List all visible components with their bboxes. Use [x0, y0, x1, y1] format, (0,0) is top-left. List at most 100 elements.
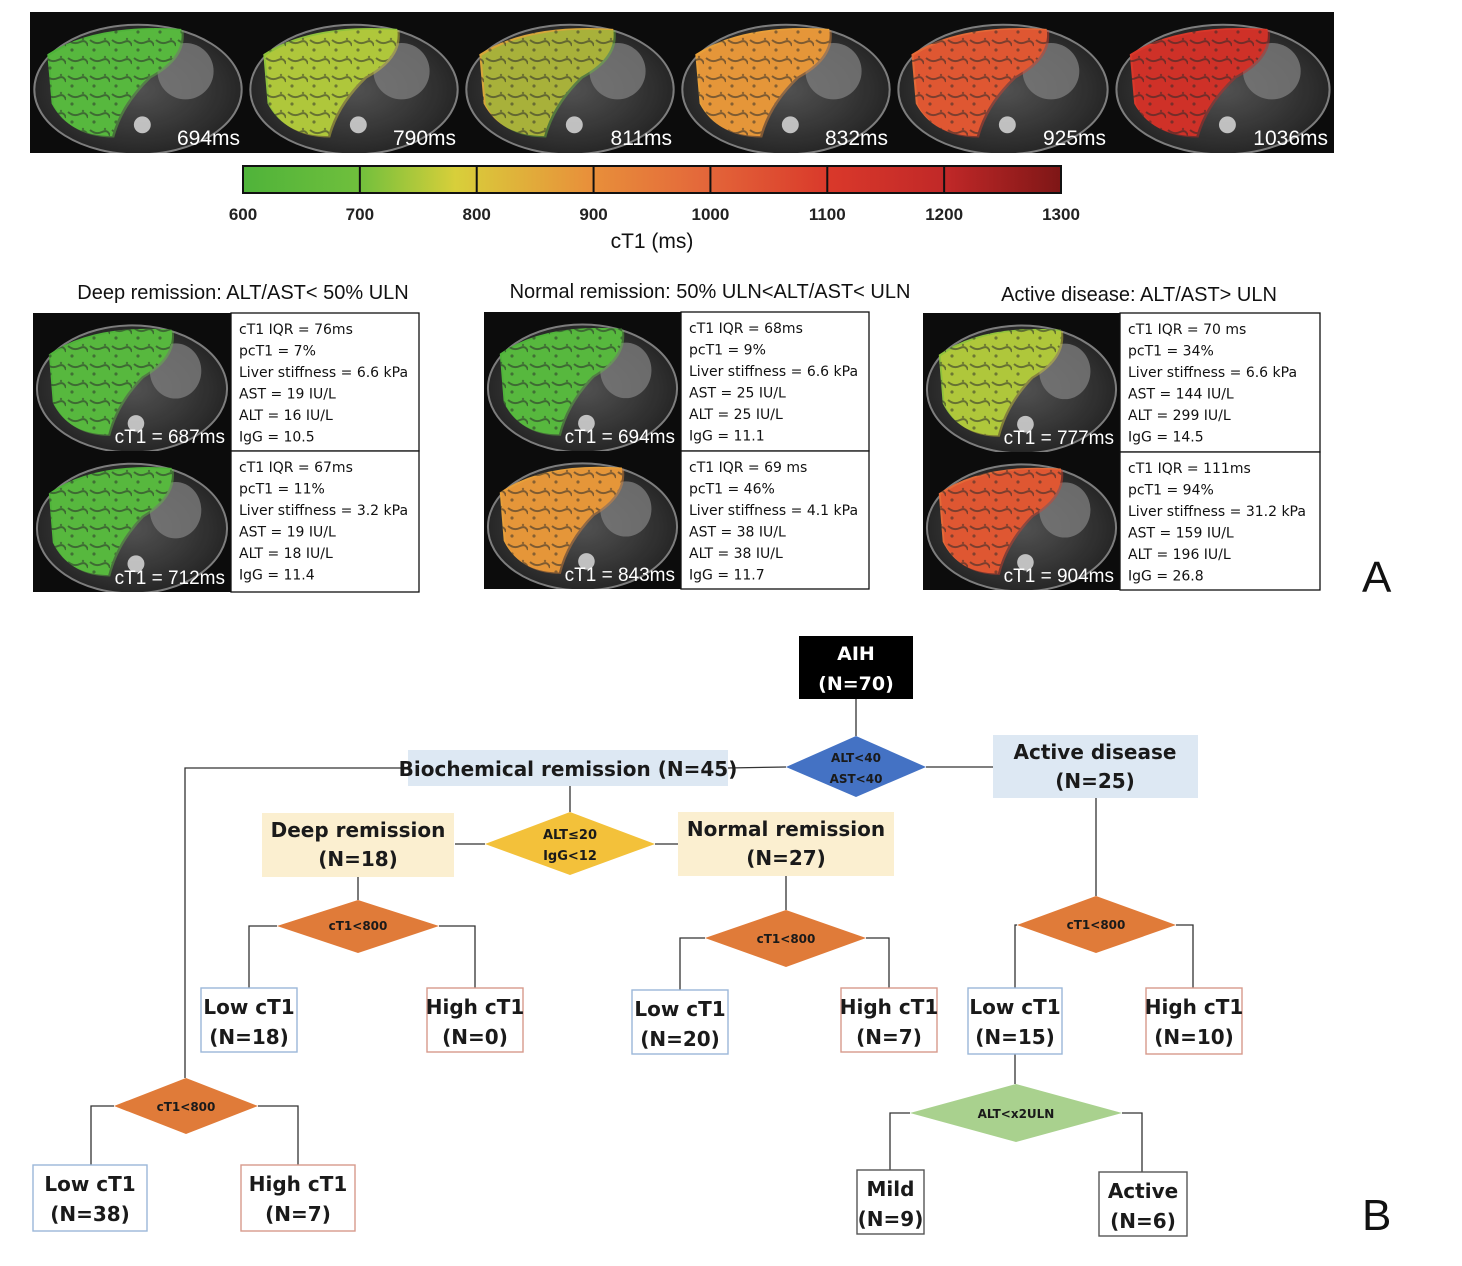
case-info-line: pcT1 = 94%	[1128, 483, 1214, 499]
case-group: Deep remission: ALT/AST< 50% ULN cT1 = 68…	[33, 282, 420, 593]
connector-ct1a-high	[439, 925, 476, 988]
case-info-line: Liver stiffness = 6.6 kPa	[689, 364, 858, 380]
decision-ct1-active-label: cT1<800	[1067, 918, 1126, 932]
leaf-line2: (N=15)	[975, 1025, 1055, 1049]
case-info-line: cT1 IQR = 68ms	[689, 321, 803, 337]
case-info-line: IgG = 11.4	[239, 568, 315, 584]
connector-ct1b-high	[866, 937, 890, 988]
colorbar-tick-label: 800	[463, 205, 491, 224]
decision-alt20-line2: IgG<12	[543, 849, 597, 864]
case-info-line: pcT1 = 9%	[689, 343, 766, 359]
flowchart: AIH (N=70) ALT<40 AST<40 ALT≤20 IgG<12 c…	[32, 636, 1244, 1237]
decision-alt40-line1: ALT<40	[831, 751, 881, 765]
case-info-line: AST = 19 IU/L	[239, 387, 336, 403]
leaf-deep-low: Low cT1(N=18)	[200, 987, 298, 1053]
connector-ct1c-high	[1176, 924, 1194, 988]
connector-ct1a-low	[248, 925, 277, 988]
leaf-biochem-low: Low cT1(N=38)	[32, 1164, 148, 1232]
case-info-line: IgG = 26.8	[1128, 569, 1204, 585]
root-box	[799, 636, 913, 699]
leaf-active-low: Low cT1(N=15)	[967, 987, 1063, 1055]
connector-ct1d-high	[258, 1105, 299, 1165]
biochem-box	[408, 750, 728, 786]
case-info-line: Liver stiffness = 6.6 kPa	[1128, 365, 1297, 381]
leaf-line1: Low cT1	[634, 997, 725, 1021]
colorbar-tick-label: 900	[579, 205, 607, 224]
leaf-biochem-high: High cT1(N=7)	[240, 1164, 356, 1232]
leaf-line1: High cT1	[840, 995, 939, 1019]
active-disease-line2: (N=25)	[1055, 769, 1135, 793]
case-info-line: AST = 38 IU/L	[689, 525, 786, 541]
leaf-normal-low: Low cT1 (N=20)	[631, 989, 729, 1055]
scan-ct1-label: 790ms	[393, 127, 456, 150]
scan-ct1-label: cT1 = 694ms	[565, 427, 675, 448]
connector-ct1d-low	[90, 1105, 114, 1165]
root-line1: AIH	[837, 643, 875, 665]
colorbar-label: cT1 (ms)	[611, 230, 694, 253]
deep-remission-box	[262, 813, 454, 877]
decision-ct1-deep-label: cT1<800	[329, 919, 388, 933]
colorbar-tick-label: 600	[229, 205, 257, 224]
leaf-line1: High cT1	[1145, 995, 1244, 1019]
scan-ct1-label: 811ms	[611, 127, 672, 150]
case-info-line: pcT1 = 7%	[239, 344, 316, 360]
case-info-line: cT1 IQR = 111ms	[1128, 461, 1251, 477]
liver-scan: 1036ms	[1112, 12, 1334, 153]
case-info-line: ALT = 299 IU/L	[1128, 408, 1231, 424]
leaf-mild: Mild(N=9)	[856, 1169, 925, 1235]
deep-remission-line1: Deep remission	[271, 818, 446, 842]
case-info-box	[1119, 451, 1321, 591]
leaf-line2: (N=6)	[1110, 1209, 1176, 1233]
leaf-line2: (N=20)	[640, 1027, 720, 1051]
case-info-box	[230, 450, 420, 593]
liver-scan: cT1 = 712ms	[33, 451, 231, 592]
leaf-line2: (N=10)	[1154, 1025, 1234, 1049]
case-info-box	[230, 312, 420, 452]
leaf-deep-high: High cT1 (N=0)	[426, 987, 525, 1053]
case-group-title: Deep remission: ALT/AST< 50% ULN	[77, 282, 408, 304]
leaf-line1: Low cT1	[44, 1172, 135, 1196]
decision-alt40	[786, 736, 926, 797]
case-info-box	[680, 450, 870, 590]
colorbar-tick-label: 700	[346, 205, 374, 224]
case-info-line: ALT = 18 IU/L	[239, 546, 333, 562]
case-info-line: AST = 159 IU/L	[1128, 526, 1234, 542]
liver-scan: 925ms	[894, 12, 1112, 153]
case-info-line: ALT = 196 IU/L	[1128, 547, 1231, 563]
leaf-line2: (N=9)	[858, 1207, 924, 1231]
case-info-line: AST = 19 IU/L	[239, 525, 336, 541]
case-info-line: IgG = 14.5	[1128, 430, 1204, 446]
decision-ct1-normal-label: cT1<800	[757, 932, 816, 946]
case-info-line: cT1 IQR = 67ms	[239, 460, 353, 476]
deep-remission-line2: (N=18)	[318, 847, 398, 871]
liver-scan: 790ms	[246, 12, 462, 153]
connector-ct1b-low	[679, 937, 705, 990]
case-info-line: Liver stiffness = 6.6 kPa	[239, 365, 408, 381]
decision-alt20-line1: ALT≤20	[543, 828, 597, 843]
liver-scan: 694ms	[30, 12, 246, 153]
leaf-line2: (N=0)	[442, 1025, 508, 1049]
active-disease-line1: Active disease	[1014, 740, 1177, 764]
case-info-line: ALT = 25 IU/L	[689, 407, 783, 423]
leaf-line2: (N=18)	[209, 1025, 289, 1049]
leaf-line1: High cT1	[426, 995, 525, 1019]
colorbar-tick-label: 1000	[692, 205, 730, 224]
decision-ct1-biochem-label: cT1<800	[157, 1100, 216, 1114]
normal-remission-box	[678, 812, 894, 876]
colorbar-tick-label: 1100	[809, 205, 846, 224]
decision-ct1-biochem	[114, 1078, 258, 1134]
connector-altx2-mild	[889, 1112, 910, 1170]
leaf-active2: Active(N=6)	[1098, 1171, 1188, 1237]
case-info-box	[1119, 312, 1321, 453]
active-disease-box	[993, 735, 1198, 798]
decision-altx2	[910, 1084, 1122, 1142]
scan-ct1-label: cT1 = 712ms	[115, 568, 225, 589]
panel-letter-b: B	[1362, 1191, 1391, 1240]
liver-scan: cT1 = 694ms	[484, 312, 681, 451]
liver-scan: cT1 = 904ms	[923, 452, 1120, 590]
decision-alt40-line2: AST<40	[830, 772, 883, 786]
liver-scan: cT1 = 687ms	[33, 313, 231, 451]
